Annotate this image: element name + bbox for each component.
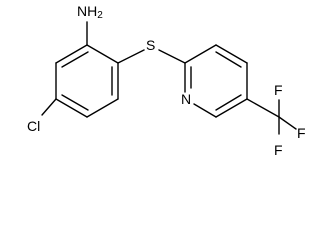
atom-label-f-top: F xyxy=(274,82,283,98)
atom-label-cl: Cl xyxy=(27,118,40,134)
bond xyxy=(193,103,217,118)
bond xyxy=(61,94,89,111)
bond xyxy=(55,98,88,118)
bond xyxy=(215,94,242,111)
bond xyxy=(215,98,248,118)
bond xyxy=(86,44,119,64)
atom-label-n: N xyxy=(181,91,191,107)
benzene-ring xyxy=(55,44,119,118)
bond xyxy=(215,51,242,68)
bond xyxy=(55,44,88,64)
atom-label-f-right: F xyxy=(297,125,306,141)
atom-label-s: S xyxy=(146,37,155,53)
chemical-structure-diagram: NH2 S Cl N F F F xyxy=(27,3,306,158)
bond-c-s xyxy=(117,49,145,64)
pyridine-ring xyxy=(184,44,248,118)
bond xyxy=(86,98,119,118)
bond-c-cf3 xyxy=(246,98,280,118)
bond-c-f2 xyxy=(278,116,297,130)
bond xyxy=(61,51,89,68)
atom-label-nh2: NH2 xyxy=(77,3,103,21)
bond-c-cl xyxy=(41,98,57,116)
bond xyxy=(184,44,217,64)
bond xyxy=(215,44,248,64)
atom-label-f-bottom: F xyxy=(274,142,283,158)
bond-s-c xyxy=(158,49,186,64)
